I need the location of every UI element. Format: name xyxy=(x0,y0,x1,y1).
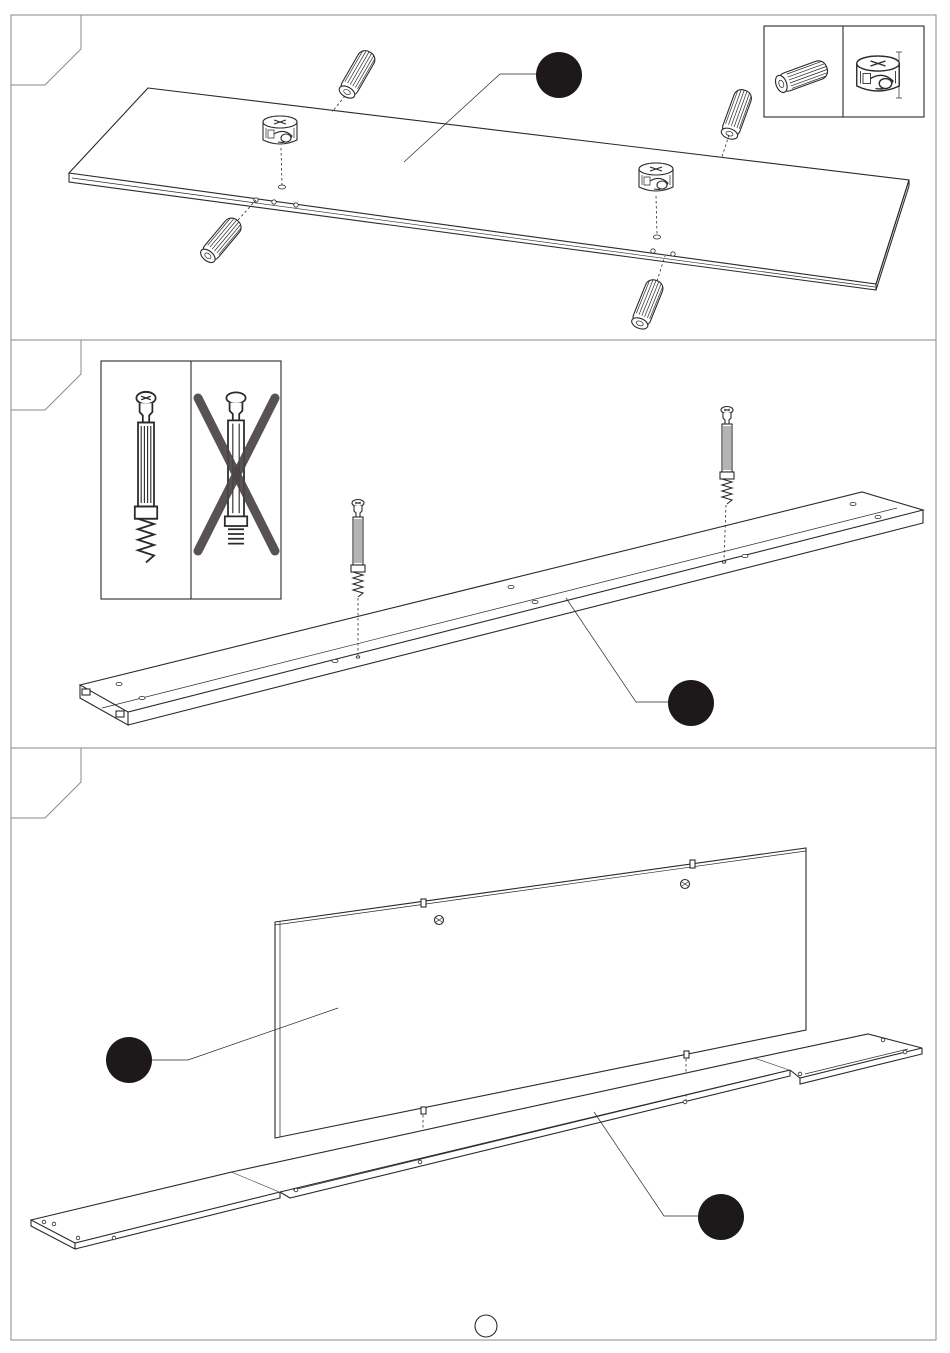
step-tab-1 xyxy=(11,15,81,85)
wood-dowel-icon xyxy=(773,59,830,95)
dowel-cam-detail-inset xyxy=(764,26,924,117)
step-1-panel xyxy=(69,26,924,331)
page-number xyxy=(475,1315,497,1337)
wood-dowel-icon xyxy=(337,48,378,101)
part-callout-2 xyxy=(668,680,714,726)
cam-bolt-icon xyxy=(351,500,365,598)
cam-bolt-icon xyxy=(720,407,734,505)
cam-lock-icon xyxy=(639,163,673,191)
step-tab-3 xyxy=(11,748,81,818)
step-tab-2 xyxy=(11,340,81,410)
cam-bolt-icon xyxy=(135,392,157,563)
wood-dowel-icon xyxy=(198,215,245,266)
cam-lock-icon xyxy=(263,116,297,144)
part-callout-1 xyxy=(536,52,582,98)
step-3-panel xyxy=(31,848,922,1249)
part-callout-3 xyxy=(106,1037,152,1083)
wood-dowel-icon xyxy=(630,277,666,331)
cam-lock-icon xyxy=(857,56,900,91)
part-callout-4 xyxy=(698,1194,744,1240)
wood-dowel-icon xyxy=(719,87,753,141)
bolt-orientation-inset xyxy=(101,361,281,599)
step-2-panel xyxy=(80,361,923,726)
